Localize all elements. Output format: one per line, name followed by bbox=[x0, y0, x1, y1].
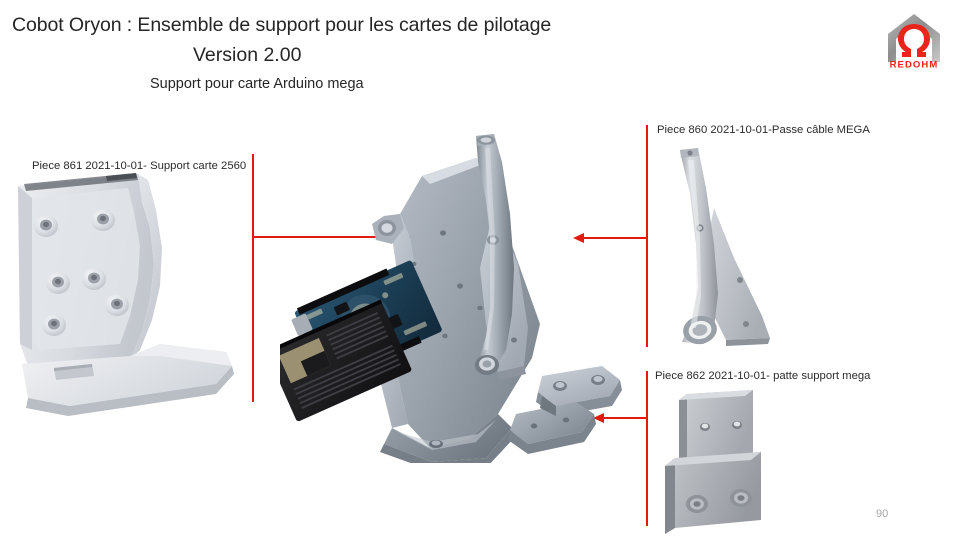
page-subtitle: Support pour carte Arduino mega bbox=[150, 76, 364, 92]
page-number: 90 bbox=[876, 508, 889, 520]
part-label-861: Piece 861 2021-10-01- Support carte 2560 bbox=[32, 160, 247, 172]
render-part-862 bbox=[655, 388, 785, 536]
render-part-860 bbox=[652, 148, 792, 360]
leader-line-862-vertical bbox=[646, 371, 648, 526]
page-title: Cobot Oryon : Ensemble de support pour l… bbox=[12, 14, 552, 36]
boss-posts bbox=[34, 209, 129, 336]
render-part-861 bbox=[10, 168, 240, 418]
arduino-mega-board bbox=[280, 260, 442, 422]
patte-support-cad bbox=[508, 366, 622, 454]
redohm-logo: REDOHM bbox=[878, 8, 950, 70]
house-icon bbox=[888, 14, 940, 62]
arrow-left-icon bbox=[573, 233, 584, 243]
arrow-left-icon-2 bbox=[593, 413, 604, 423]
logo-wordmark: REDOHM bbox=[890, 60, 939, 71]
part-label-860: Piece 860 2021-10-01-Passe câble MEGA bbox=[657, 124, 870, 136]
leader-line-862-horizontal bbox=[598, 417, 648, 419]
version-label: Version 2.00 bbox=[193, 44, 302, 66]
leader-line-860-horizontal bbox=[578, 237, 648, 239]
render-cad-assembly bbox=[280, 128, 630, 463]
leader-line-861-vertical bbox=[252, 154, 254, 402]
cable-guide-cad bbox=[475, 134, 528, 380]
part-label-862: Piece 862 2021-10-01- patte support mega bbox=[655, 370, 871, 382]
omega-icon bbox=[898, 24, 930, 57]
leader-line-860-vertical bbox=[646, 125, 648, 347]
leader-line-861-horizontal bbox=[252, 236, 430, 238]
